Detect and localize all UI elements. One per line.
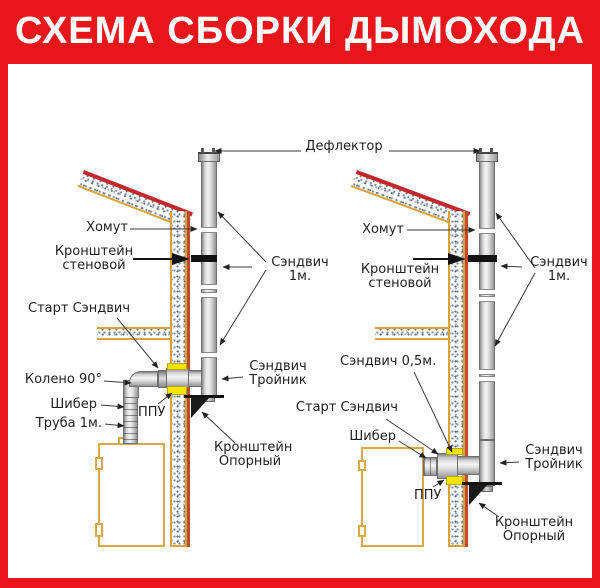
- label-right-sandwich-05m: Сэндвич 0,5м.: [340, 354, 437, 369]
- label-left-sandwich-1m: Сэндвич 1м.: [271, 255, 329, 284]
- right-chimney-pipe: [479, 161, 495, 440]
- label-right-sandwich-tee: Сэндвич Тройник: [525, 443, 583, 472]
- label-left-ppu: ППУ: [138, 405, 166, 420]
- right-cap-prong: [490, 148, 493, 153]
- right-wall-bracket-band: [468, 255, 497, 262]
- left-boiler-notch-1: [95, 457, 103, 470]
- wall-bracket-arrows: [133, 253, 466, 265]
- pipe-joint: [479, 296, 495, 302]
- right-ppu-bottom: [446, 476, 463, 485]
- label-left-elbow-90: Колено 90°: [24, 372, 102, 387]
- left-ppu-bottom: [167, 386, 187, 395]
- label-left-start-sandwich: Старт Сэндвич: [28, 301, 131, 316]
- left-boiler: [98, 443, 165, 547]
- pipe-joint: [201, 284, 217, 290]
- left-cap-prong: [212, 148, 215, 153]
- left-boiler-notch-2: [95, 523, 103, 537]
- label-left-khomut: Хомут: [86, 220, 128, 235]
- label-right-ppu: ППУ: [414, 488, 442, 503]
- pipe-joint: [201, 352, 217, 358]
- left-chimney-pipe: [201, 161, 217, 396]
- label-left-support-bracket: Кронштейн Опорный: [214, 440, 293, 469]
- label-left-sandwich-tee: Сэндвич Тройник: [249, 359, 307, 388]
- right-cap-prong: [479, 148, 482, 153]
- pipe-joint: [479, 369, 495, 375]
- left-cap-prong: [201, 148, 204, 153]
- label-left-shiber: Шибер: [50, 397, 97, 412]
- label-right-sandwich-1m: Сэндвич 1м.: [530, 255, 588, 284]
- right-tee-body: [479, 440, 495, 486]
- leader-lines-left: [100, 148, 301, 444]
- right-support-bracket-triangle: [469, 485, 487, 505]
- pipe-joint: [479, 289, 495, 295]
- left-ceiling: [97, 327, 170, 340]
- pipe-joint: [479, 228, 495, 234]
- left-support-shelf: [184, 395, 224, 398]
- right-boiler: [361, 447, 424, 547]
- pipe-joint: [479, 376, 495, 382]
- page-title: СХЕМА СБОРКИ ДЫМОХОДА: [14, 10, 586, 52]
- right-ceiling: [375, 327, 448, 340]
- pipe-joint: [201, 292, 217, 298]
- label-right-support-bracket: Кронштейн Опорный: [494, 515, 574, 544]
- leader-lines-right: [385, 148, 536, 518]
- pipe-joint: [201, 227, 217, 233]
- right-boiler-notch-1: [358, 460, 366, 471]
- left-elbow-90: [129, 371, 158, 387]
- left-ppu-top: [167, 363, 187, 370]
- right-support-shelf: [462, 482, 502, 485]
- label-right-khomut: Хомут: [362, 222, 404, 237]
- label-left-truba-1m: Труба 1м.: [35, 416, 102, 431]
- label-left-wall-bracket: Кронштейн стеновой: [54, 244, 134, 273]
- left-wall-bracket-band: [191, 255, 217, 262]
- label-right-shiber: Шибер: [349, 429, 396, 444]
- label-deflector: Дефлектор: [305, 139, 383, 154]
- right-damper-piece: [423, 457, 437, 476]
- label-right-start-sandwich: Старт Сэндвич: [295, 400, 398, 415]
- right-boiler-notch-2: [358, 525, 366, 537]
- label-right-wall-bracket: Кронштейн стеновой: [360, 262, 440, 291]
- right-ppu-top: [446, 448, 463, 455]
